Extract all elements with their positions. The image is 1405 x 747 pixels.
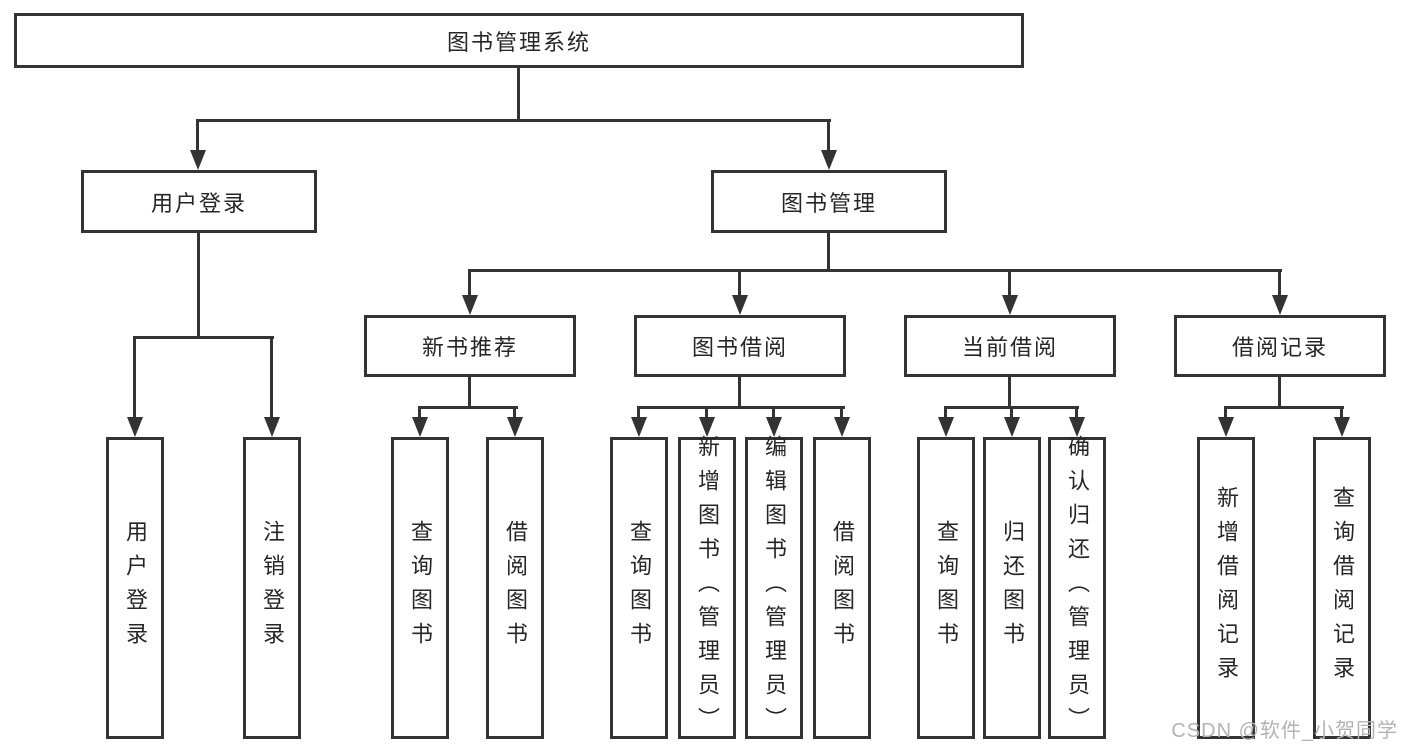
leaf-label: 确认归还（管理员） bbox=[1065, 435, 1090, 741]
node-user-login: 用户登录 bbox=[81, 170, 317, 233]
connector-vline bbox=[197, 231, 200, 339]
connector-vline bbox=[1224, 406, 1227, 419]
connector-hline bbox=[468, 269, 1282, 272]
connector-vline bbox=[827, 119, 830, 153]
connector-vline bbox=[196, 119, 199, 153]
leaf-label: 归还图书 bbox=[1000, 520, 1025, 656]
leaf-query-books-current: 查询图书 bbox=[917, 437, 975, 739]
csdn-watermark: CSDN @软件_小贺同学 bbox=[1171, 720, 1398, 742]
arrowhead bbox=[462, 295, 478, 315]
connector-vline bbox=[1008, 269, 1011, 297]
leaf-label: 借阅图书 bbox=[830, 520, 855, 656]
leaf-borrow-books-borrowing: 借阅图书 bbox=[813, 437, 871, 739]
leaf-label: 查询图书 bbox=[934, 520, 959, 656]
leaf-add-book-admin: 新增图书（管理员） bbox=[678, 435, 736, 741]
leaf-label: 查询图书 bbox=[627, 520, 652, 656]
leaf-label: 查询图书 bbox=[408, 520, 433, 656]
connector-vline bbox=[738, 375, 741, 409]
leaf-label: 编辑图书（管理员） bbox=[762, 435, 787, 741]
node-borrow-records: 借阅记录 bbox=[1174, 315, 1386, 377]
leaf-label: 借阅图书 bbox=[503, 520, 528, 656]
connector-vline bbox=[705, 406, 708, 419]
arrowhead bbox=[412, 417, 428, 437]
arrowhead bbox=[766, 417, 782, 437]
leaf-query-books-borrowing: 查询图书 bbox=[610, 437, 668, 739]
connector-hline bbox=[197, 119, 831, 122]
connector-vline bbox=[468, 269, 471, 297]
arrowhead bbox=[507, 417, 523, 437]
leaf-add-borrow-record: 新增借阅记录 bbox=[1197, 437, 1255, 739]
arrowhead bbox=[1218, 417, 1234, 437]
arrowhead bbox=[1069, 417, 1085, 437]
leaf-borrow-books-recommend: 借阅图书 bbox=[486, 437, 544, 739]
leaf-label: 新增图书（管理员） bbox=[695, 435, 720, 741]
connector-hline bbox=[1224, 406, 1344, 409]
node-new-book-recommend: 新书推荐 bbox=[364, 315, 576, 377]
connector-vline bbox=[1278, 375, 1281, 409]
leaf-return-book: 归还图书 bbox=[983, 437, 1041, 739]
connector-vline bbox=[827, 231, 830, 272]
connector-vline bbox=[270, 336, 273, 419]
leaf-confirm-return-admin: 确认归还（管理员） bbox=[1048, 435, 1106, 741]
arrowhead bbox=[821, 150, 837, 170]
connector-vline bbox=[513, 406, 516, 419]
connector-vline bbox=[772, 406, 775, 419]
arrowhead bbox=[264, 417, 280, 437]
connector-vline bbox=[1340, 406, 1343, 419]
connector-vline bbox=[1278, 269, 1281, 297]
node-library-management-system: 图书管理系统 bbox=[14, 13, 1024, 68]
leaf-logout-login: 注销登录 bbox=[243, 437, 301, 739]
connector-vline bbox=[637, 406, 640, 419]
arrowhead bbox=[190, 150, 206, 170]
leaf-query-books-recommend: 查询图书 bbox=[391, 437, 449, 739]
arrowhead bbox=[834, 417, 850, 437]
connector-vline bbox=[1008, 375, 1011, 409]
connector-hline bbox=[418, 406, 518, 409]
connector-hline bbox=[637, 406, 845, 409]
arrowhead bbox=[127, 417, 143, 437]
connector-vline bbox=[468, 375, 471, 409]
arrowhead bbox=[631, 417, 647, 437]
node-book-management: 图书管理 bbox=[711, 170, 947, 233]
node-book-borrowing: 图书借阅 bbox=[634, 315, 846, 377]
leaf-label: 新增借阅记录 bbox=[1214, 486, 1239, 690]
leaf-label: 用户登录 bbox=[123, 520, 148, 656]
connector-vline bbox=[418, 406, 421, 419]
leaf-label: 查询借阅记录 bbox=[1330, 486, 1355, 690]
arrowhead bbox=[732, 295, 748, 315]
connector-vline bbox=[517, 66, 520, 122]
leaf-edit-book-admin: 编辑图书（管理员） bbox=[745, 435, 803, 741]
leaf-label: 注销登录 bbox=[260, 520, 285, 656]
arrowhead bbox=[699, 417, 715, 437]
connector-vline bbox=[1075, 406, 1078, 419]
node-current-borrowing: 当前借阅 bbox=[904, 315, 1116, 377]
arrowhead bbox=[1272, 295, 1288, 315]
connector-hline bbox=[133, 336, 274, 339]
arrowhead bbox=[1002, 295, 1018, 315]
leaf-user-login: 用户登录 bbox=[106, 437, 164, 739]
arrowhead bbox=[938, 417, 954, 437]
arrowhead bbox=[1004, 417, 1020, 437]
connector-vline bbox=[840, 406, 843, 419]
connector-vline bbox=[738, 269, 741, 297]
connector-vline bbox=[133, 336, 136, 419]
connector-vline bbox=[944, 406, 947, 419]
arrowhead bbox=[1334, 417, 1350, 437]
connector-vline bbox=[1010, 406, 1013, 419]
leaf-query-borrow-record: 查询借阅记录 bbox=[1313, 437, 1371, 739]
